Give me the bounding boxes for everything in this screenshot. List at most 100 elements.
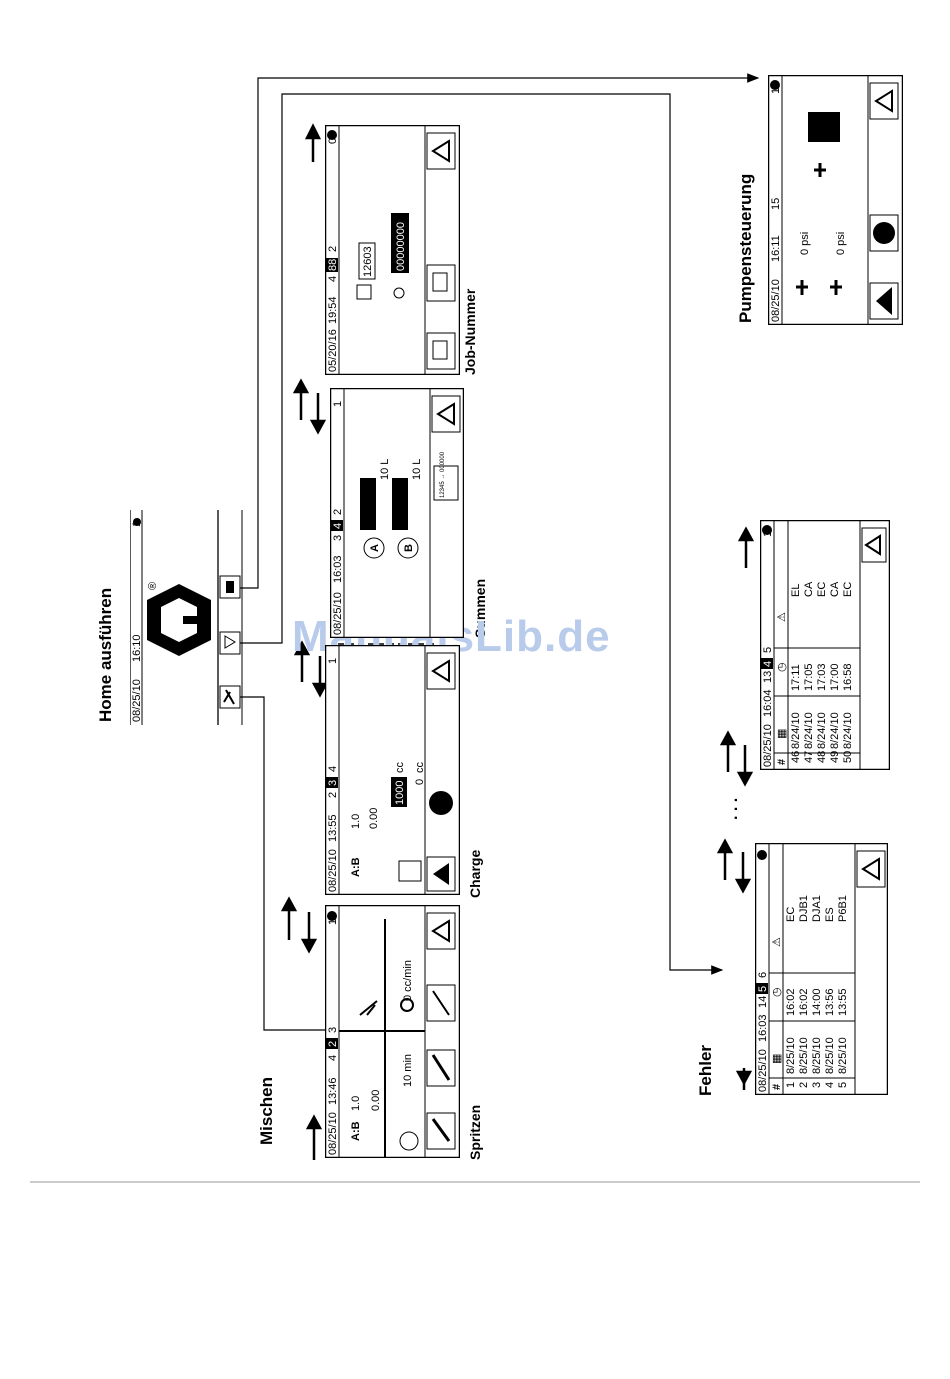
home-button[interactable]	[861, 527, 887, 563]
svg-text:4: 4	[327, 276, 339, 282]
svg-text:8/24/10: 8/24/10	[790, 712, 802, 749]
svg-text:13: 13	[762, 671, 774, 683]
svg-text:13:55: 13:55	[837, 988, 849, 1016]
svg-text:DJB1: DJB1	[798, 895, 810, 922]
home-button[interactable]	[426, 652, 456, 690]
svg-text:5: 5	[762, 647, 774, 653]
svg-text:1.0: 1.0	[350, 1096, 362, 1111]
flush-button[interactable]	[426, 984, 456, 1022]
home-button[interactable]	[869, 82, 899, 120]
svg-text:#: #	[776, 759, 788, 765]
svg-text:0: 0	[365, 472, 377, 478]
svg-text:47: 47	[803, 751, 815, 763]
home-button[interactable]	[426, 912, 456, 950]
svg-text:5: 5	[837, 1082, 849, 1088]
home-button[interactable]	[856, 850, 886, 888]
svg-text:#: #	[771, 1084, 783, 1090]
label-charge: Charge	[467, 849, 483, 898]
svg-text:2: 2	[327, 1041, 339, 1047]
label-job: Job-Nummer	[462, 288, 478, 375]
stop-button[interactable]	[429, 791, 453, 815]
stop-button[interactable]	[869, 214, 899, 252]
svg-text:08/25/10: 08/25/10	[327, 849, 339, 892]
volume-icon	[398, 860, 422, 882]
svg-text:DJA1: DJA1	[811, 895, 823, 922]
svg-text:⚠: ⚠	[776, 612, 788, 622]
home-nav-mix-icon[interactable]	[219, 685, 241, 709]
svg-text:cc: cc	[414, 762, 426, 774]
home-button[interactable]	[431, 395, 461, 433]
prime-button[interactable]	[869, 282, 899, 320]
svg-text:EL: EL	[790, 584, 802, 597]
svg-text:3: 3	[811, 1082, 823, 1088]
svg-text:0: 0	[327, 138, 339, 144]
bar-b	[392, 478, 408, 530]
svg-text:49: 49	[829, 751, 841, 763]
svg-text:0.00: 0.00	[370, 1090, 382, 1111]
svg-text:0 cc/min: 0 cc/min	[402, 960, 414, 1001]
svg-text:3: 3	[327, 1027, 339, 1033]
svg-text:46: 46	[790, 751, 802, 763]
svg-text:8/24/10: 8/24/10	[803, 712, 815, 749]
svg-text:4: 4	[327, 766, 339, 772]
svg-text:17:03: 17:03	[816, 663, 828, 691]
svg-text:2: 2	[332, 509, 344, 515]
spray-mode-button[interactable]	[426, 1049, 456, 1087]
home-nav-error-icon[interactable]	[219, 631, 241, 655]
home-button[interactable]	[426, 132, 456, 170]
svg-text:ES: ES	[824, 907, 836, 922]
svg-text:2: 2	[798, 1082, 810, 1088]
reset-counter-button[interactable]: 12345 → 000000	[433, 451, 459, 501]
spritzen-button[interactable]	[426, 1112, 456, 1150]
start-button[interactable]	[426, 856, 456, 892]
home-nav-pump-icon[interactable]	[219, 575, 241, 599]
svg-text:8/25/10: 8/25/10	[837, 1037, 849, 1074]
svg-text:6: 6	[757, 972, 769, 978]
pumpe-screen: 08/25/10 16:11 15 1 0 psi 0 psi	[768, 75, 903, 325]
svg-text:0 psi: 0 psi	[799, 232, 811, 255]
next-job-button[interactable]	[426, 264, 456, 302]
fehler-screen-1: 08/25/10 16:03 14 5 6 0 # ▦ ◷ ⚠ 18/25/10…	[755, 843, 888, 1095]
svg-text:08/25/10: 08/25/10	[332, 592, 344, 635]
svg-text:EC: EC	[785, 907, 797, 922]
prev-job-button[interactable]	[426, 332, 456, 370]
pump-a-icon	[796, 280, 808, 295]
svg-text:08/25/10: 08/25/10	[757, 1049, 769, 1092]
svg-text:8/24/10: 8/24/10	[829, 712, 841, 749]
svg-text:▦: ▦	[771, 1054, 783, 1064]
svg-text:10 L: 10 L	[411, 459, 423, 480]
pump-center-icon	[814, 163, 826, 177]
home-time: 16:10	[131, 634, 143, 662]
svg-text:50: 50	[842, 751, 854, 763]
label-pumpe: Pumpensteuerung	[736, 173, 755, 323]
svg-text:1000: 1000	[394, 781, 406, 805]
timer-icon	[399, 1131, 419, 1151]
svg-text:4: 4	[332, 523, 344, 529]
graco-logo-icon	[147, 584, 211, 656]
fehler-list-2: 468/24/1017:11EL478/24/1017:05CA488/24/1…	[790, 581, 854, 763]
svg-text:17:00: 17:00	[829, 663, 841, 691]
table-row[interactable]: 46 8/24/10 17:11 EL	[790, 584, 802, 763]
home-date: 08/25/10	[131, 679, 143, 722]
charge-screen: 08/25/10 13:55 2 3 4 1 A:B 1.0 0.00 1000…	[325, 645, 460, 895]
svg-text:cc: cc	[397, 481, 409, 493]
svg-text:0: 0	[397, 472, 409, 478]
label-fehler: Fehler	[696, 1044, 715, 1096]
svg-text:1: 1	[785, 1082, 797, 1088]
tank-a-icon	[363, 537, 385, 559]
svg-text:17:11: 17:11	[790, 664, 802, 691]
svg-text:17:05: 17:05	[803, 663, 815, 691]
svg-text:A:B: A:B	[350, 857, 362, 877]
svg-text:1: 1	[770, 88, 782, 94]
